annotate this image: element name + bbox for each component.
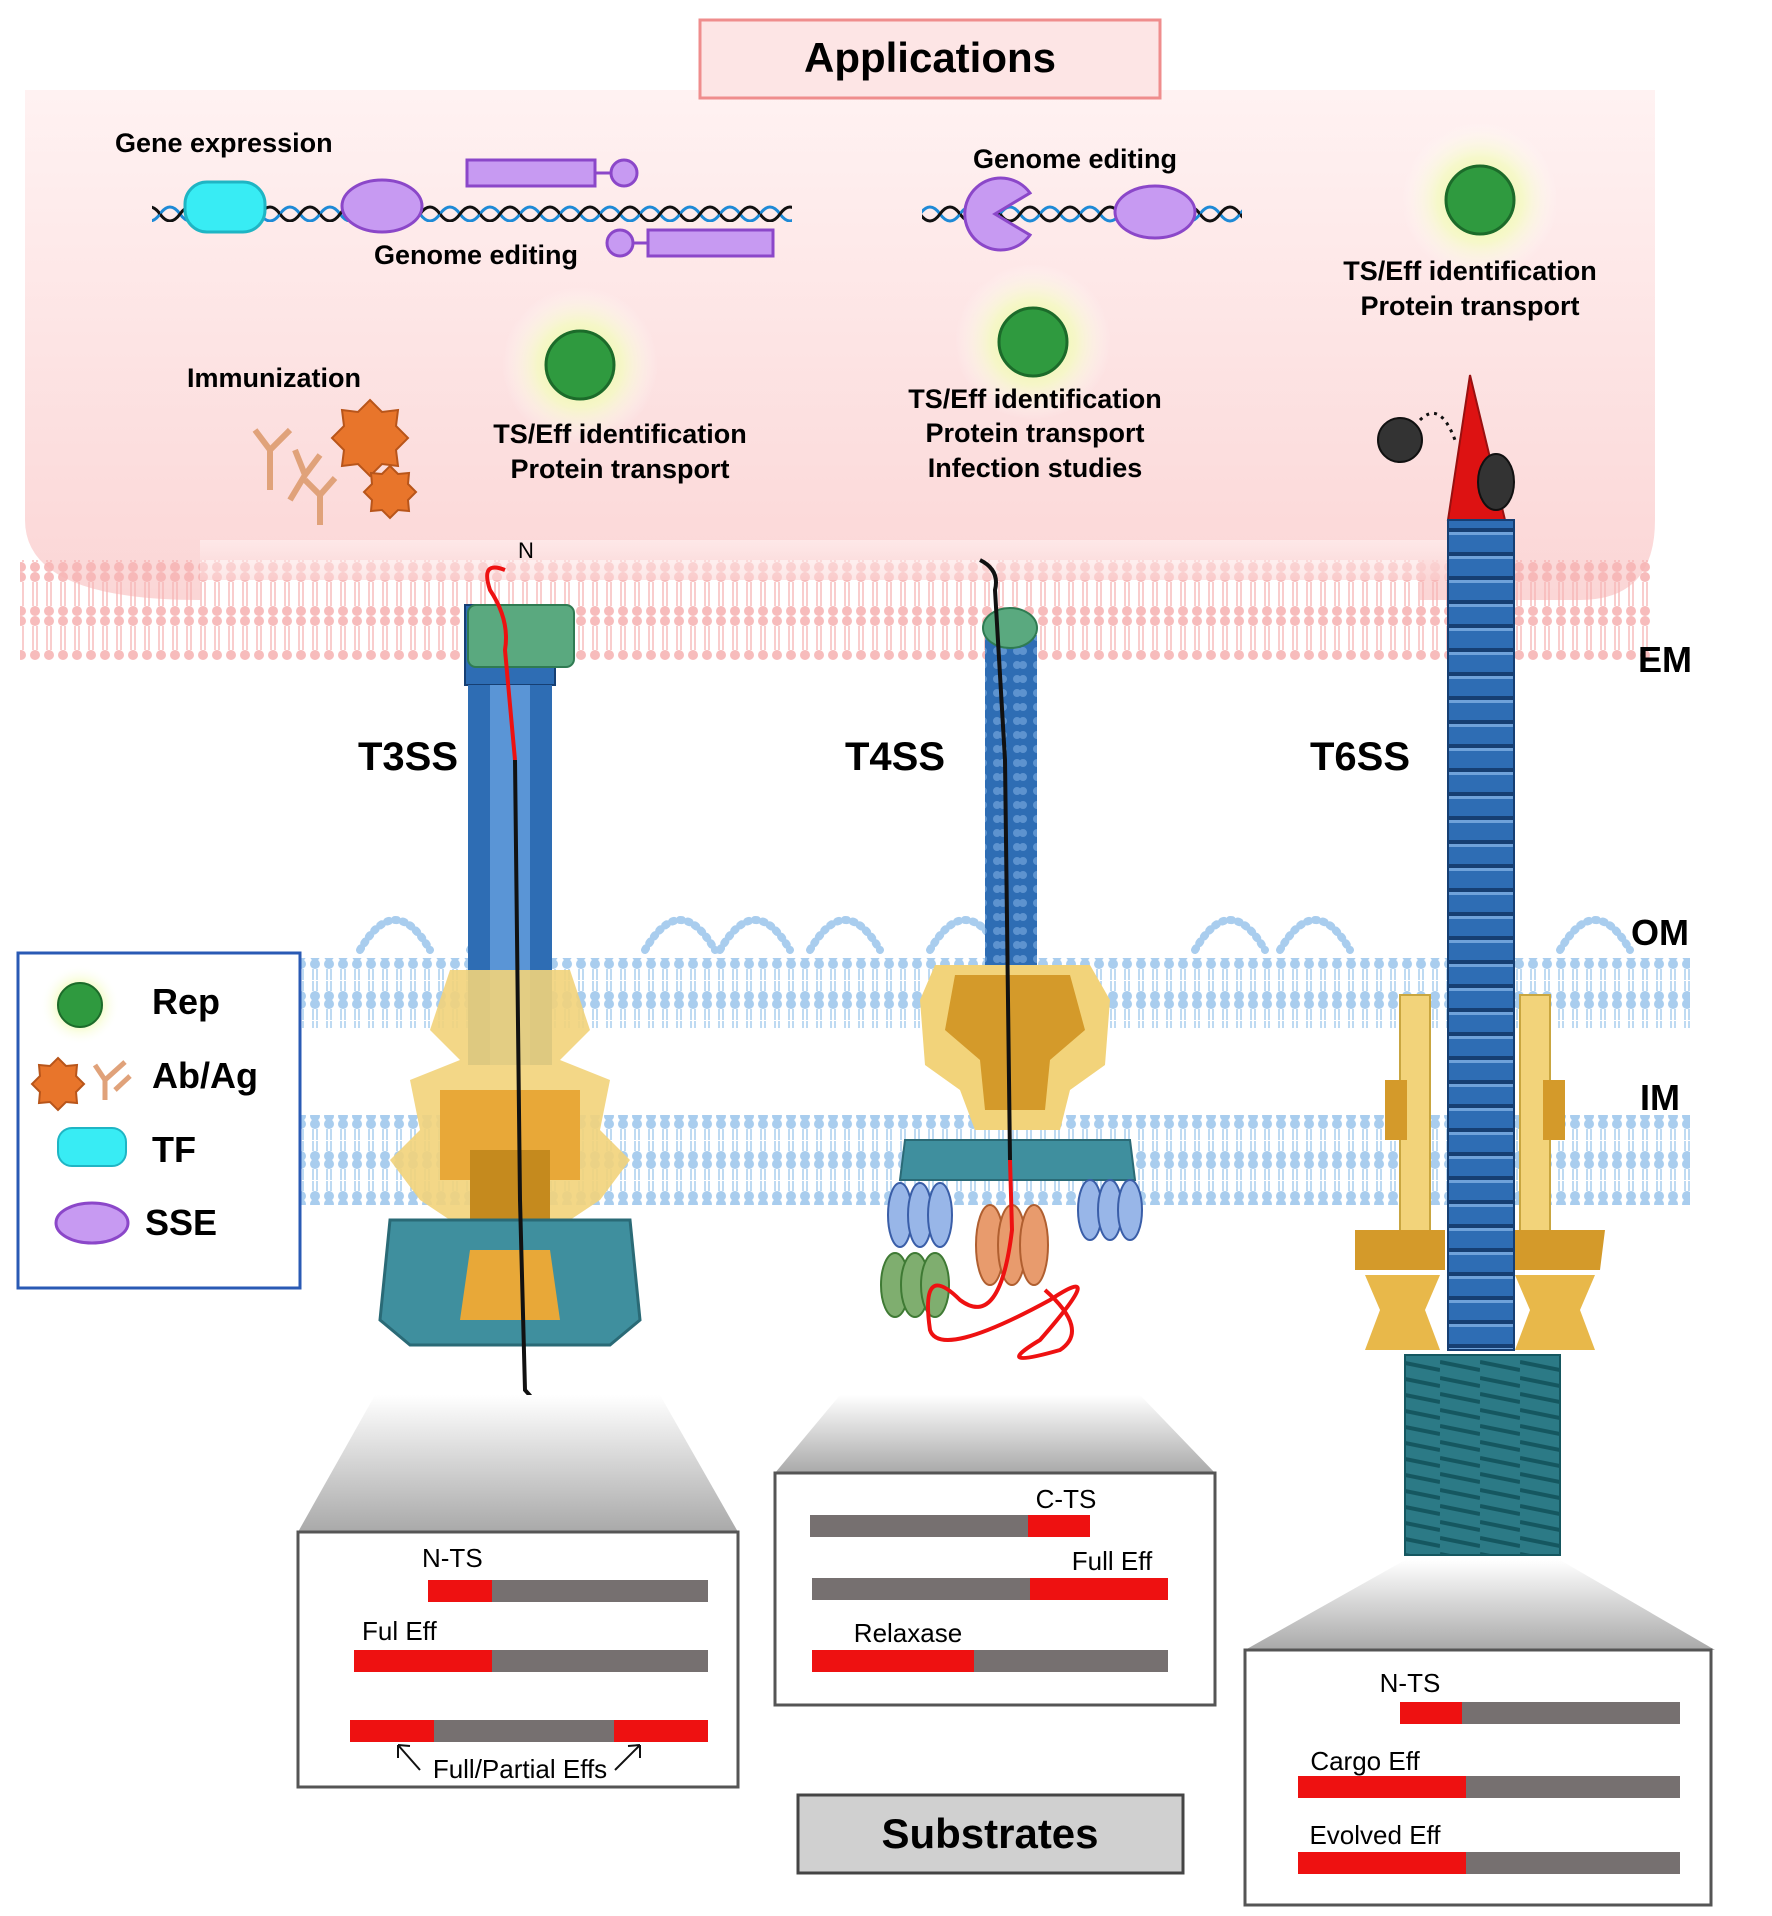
legend-sse-label: SSE <box>145 1202 217 1243</box>
legend-rep-label: Rep <box>152 981 220 1022</box>
t6ss-funnel <box>1245 1560 1715 1650</box>
t3ss-label: T3SS <box>358 735 458 779</box>
t4ss-tip <box>982 607 1038 649</box>
applications-title: Applications <box>804 34 1056 81</box>
t3ss-fullpartial-label: Full/Partial Effs <box>433 1754 607 1784</box>
t6ss-effector-bound <box>1477 453 1515 511</box>
antigen-large-icon <box>330 398 410 478</box>
legend-antibody-icon <box>92 1060 132 1100</box>
editor-construct-bottom-icon <box>646 228 775 258</box>
t6ss-effector-released <box>1377 417 1423 463</box>
t3ss-app-line-2: Protein transport <box>510 454 729 484</box>
t6ss-sheath-base <box>1404 1354 1561 1556</box>
t3ss-tip-complex <box>467 604 575 668</box>
t4ss-label: T4SS <box>845 735 945 779</box>
t3ss-funnel <box>298 1395 738 1532</box>
sse-mid-icon <box>1113 184 1197 240</box>
tf-protein-icon <box>183 180 267 234</box>
t6ss-cargoeff-label: Cargo Eff <box>1310 1746 1420 1776</box>
t3ss-apparatus: N C <box>378 538 642 1465</box>
reporter-t6ss-icon <box>1444 164 1516 236</box>
reporter-t3ss-icon <box>544 329 616 401</box>
legend-tf-icon <box>57 1127 127 1167</box>
t4ss-apparatus <box>880 558 1143 1360</box>
gene-expression-label: Gene expression <box>115 128 333 158</box>
t4ss-funnel <box>775 1395 1215 1473</box>
reporter-t4ss-icon <box>997 306 1069 378</box>
antigen-small-icon <box>362 464 418 520</box>
editor-construct-top-icon <box>465 158 597 188</box>
t6ss-apparatus <box>1355 374 1605 1556</box>
em-label: EM <box>1638 639 1692 680</box>
t4ss-substrate-red <box>926 1159 1080 1360</box>
genome-editing-left-label: Genome editing <box>374 240 578 270</box>
t6ss-tube <box>1447 519 1515 1351</box>
t4ss-cts-label: C-TS <box>1036 1484 1097 1514</box>
legend-antigen-icon <box>30 1056 86 1112</box>
t4ss-substrate-black <box>979 558 1012 1161</box>
t6ss-nts-label: N-TS <box>1380 1668 1441 1698</box>
im-label: IM <box>1640 1077 1680 1118</box>
t3ss-nts-label: N-TS <box>422 1543 483 1573</box>
t4ss-app-line-1: TS/Eff identification <box>908 384 1162 414</box>
legend-sse-icon <box>54 1201 130 1245</box>
t6ss-app-line-2: Protein transport <box>1360 291 1579 321</box>
t3ss-n-terminus: N <box>518 538 534 563</box>
t4ss-relaxase-label: Relaxase <box>854 1618 962 1648</box>
t6ss-label: T6SS <box>1310 735 1410 779</box>
nuclease-pacman-icon <box>963 176 1033 252</box>
legend-rep-icon <box>57 982 103 1028</box>
genome-editing-mid-label: Genome editing <box>973 144 1177 174</box>
om-label: OM <box>1631 912 1689 953</box>
t4ss-app-line-3: Infection studies <box>928 453 1143 483</box>
t4ss-app-line-2: Protein transport <box>925 418 1144 448</box>
applications-title-box <box>698 18 1162 100</box>
substrates-title-box <box>796 1793 1185 1875</box>
t3ss-fuleff-label: Ful Eff <box>362 1616 437 1646</box>
substrates-title: Substrates <box>881 1810 1098 1857</box>
legend-abag-label: Ab/Ag <box>152 1055 258 1096</box>
t4ss-fulleff-label: Full Eff <box>1072 1546 1153 1576</box>
t3ss-substrate-red <box>485 565 517 761</box>
t6ss-app-line-1: TS/Eff identification <box>1343 256 1597 286</box>
t3ss-app-line-1: TS/Eff identification <box>493 419 747 449</box>
sse-protein-icon <box>340 178 424 234</box>
t6ss-evolvedeff-label: Evolved Eff <box>1309 1820 1441 1850</box>
immunization-label: Immunization <box>187 363 361 393</box>
legend-tf-label: TF <box>152 1129 196 1170</box>
antibody-icons <box>252 427 338 525</box>
